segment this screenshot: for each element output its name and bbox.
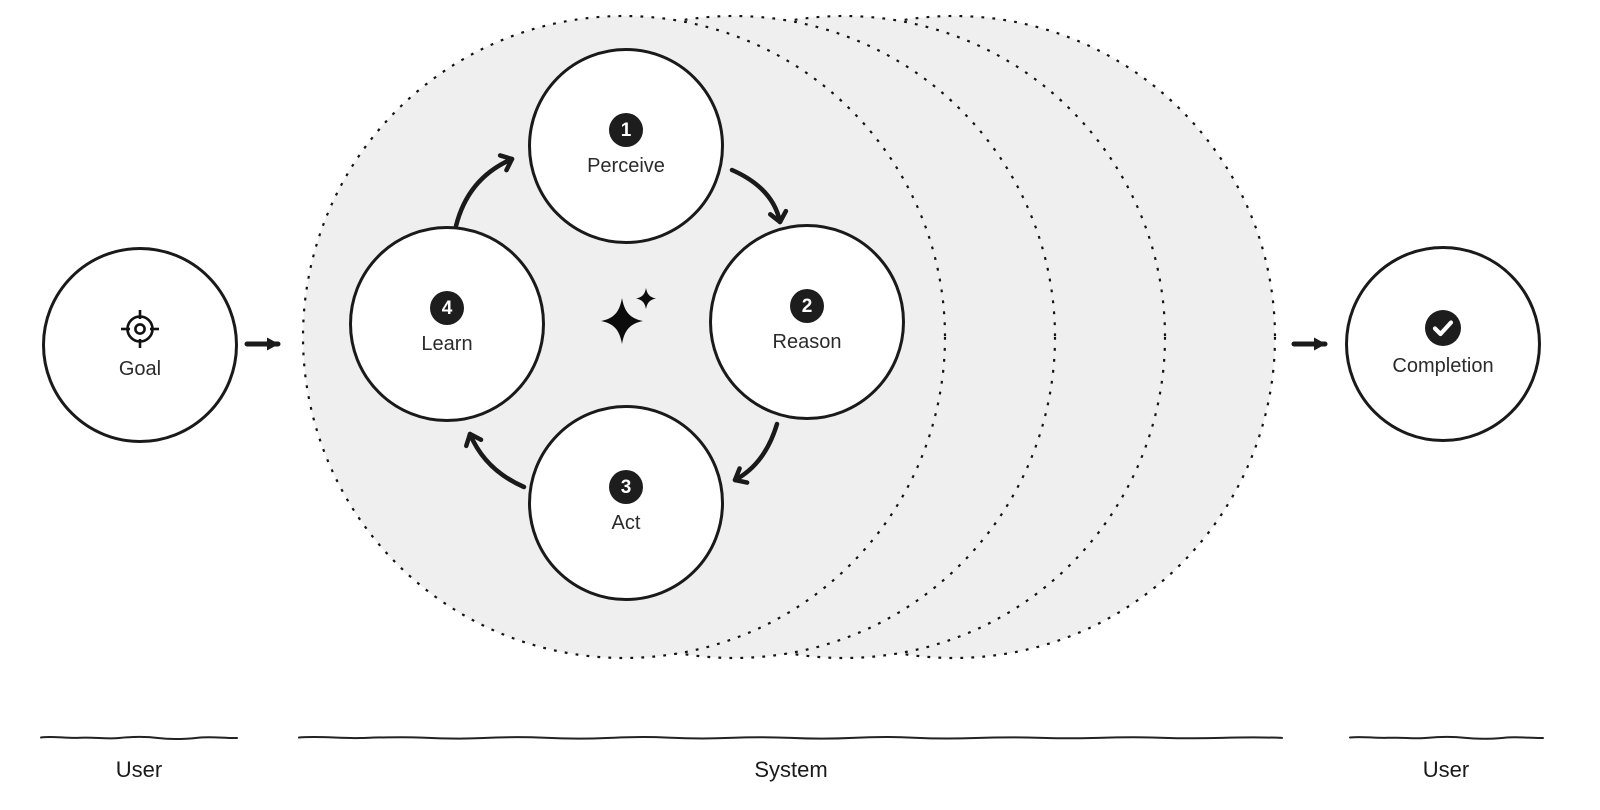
step-number-badge: 2: [790, 289, 824, 323]
sparkle-icon: [594, 286, 664, 356]
lane-label-user-left: User: [115, 757, 163, 782]
arrow-act-to-learn: [464, 431, 527, 490]
target-icon: [119, 308, 161, 350]
lane-rule-user-right: [1349, 735, 1544, 740]
node-reason: 2 Reason: [709, 224, 905, 420]
cycle-arrows: [453, 153, 789, 490]
node-learn: 4 Learn: [349, 226, 545, 422]
step-number-badge: 1: [609, 113, 643, 147]
step-number-badge: 3: [609, 470, 643, 504]
node-label: Reason: [772, 331, 842, 353]
node-label: Learn: [421, 333, 473, 355]
node-goal: Goal: [42, 247, 238, 443]
lane-rules: [40, 735, 1544, 740]
arrow-perceive-to-reason: [729, 167, 789, 225]
step-number-badge: 4: [430, 291, 464, 325]
step-number: 4: [441, 297, 453, 319]
node-perceive: 1 Perceive: [528, 48, 724, 244]
node-label: Goal: [118, 358, 162, 380]
node-label: Act: [611, 512, 641, 534]
arrow-reason-to-act: [732, 421, 780, 485]
check-icon: [1424, 309, 1462, 347]
lane-rule-system: [298, 735, 1283, 740]
step-number: 3: [620, 476, 632, 498]
node-act: 3 Act: [528, 405, 724, 601]
node-completion: Completion: [1345, 246, 1541, 442]
step-number: 1: [620, 119, 632, 141]
node-label: Completion: [1392, 355, 1494, 377]
iteration-loop-1: [301, 14, 947, 660]
arrow-learn-to-perceive: [453, 153, 515, 229]
node-label: Perceive: [587, 155, 665, 177]
lane-rule-user-left: [40, 735, 238, 740]
step-number: 2: [801, 295, 813, 317]
lane-label-system: System: [754, 757, 828, 782]
lane-label-user-right: User: [1422, 757, 1470, 782]
